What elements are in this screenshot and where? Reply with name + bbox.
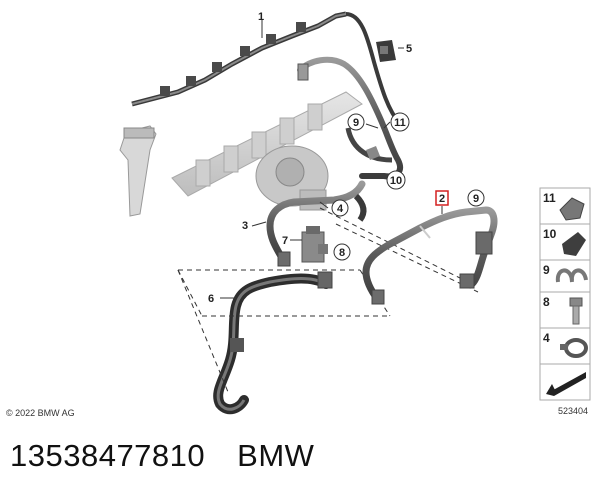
- callout-label: 7: [282, 235, 288, 247]
- callout-5: 5: [406, 43, 412, 55]
- copyright-text: © 2022 BMW AG: [6, 408, 75, 418]
- wiring-harness: [131, 11, 402, 126]
- high-pressure-pump: [255, 145, 329, 211]
- callout-label: 2: [439, 193, 445, 205]
- callout-4: 4: [331, 199, 349, 217]
- reference-lines: [177, 207, 479, 393]
- footer-caption: 13538477810 BMW: [10, 438, 590, 488]
- bracket-part: [376, 40, 404, 62]
- legend-number: 9: [543, 263, 550, 277]
- legend-item-10: 10: [539, 223, 591, 261]
- diagram-id: 523404: [558, 406, 588, 416]
- clip-icon: [559, 197, 585, 221]
- parts-legend: 11 10 9 8: [539, 187, 591, 416]
- callout-1: 1: [258, 11, 264, 23]
- fuel-pipe-item-2: [362, 206, 498, 305]
- callout-label: 5: [406, 43, 412, 55]
- double-clip-icon: [555, 268, 588, 283]
- callout-9-right: 9: [467, 189, 485, 207]
- bolt-icon: [569, 297, 583, 325]
- callout-label: 11: [394, 117, 406, 129]
- callout-label: 4: [337, 203, 344, 215]
- legend-number: 8: [543, 295, 550, 309]
- legend-item-4: 4: [539, 327, 591, 365]
- legend-number: 11: [543, 191, 556, 205]
- legend-number: 10: [543, 227, 557, 241]
- callout-label: 10: [390, 175, 402, 187]
- legend-item-8: 8: [539, 291, 591, 329]
- leader-lines: [220, 121, 443, 299]
- hose-item-6: [213, 271, 333, 415]
- legend-item-9: 9: [539, 259, 591, 293]
- brand-name: BMW: [237, 438, 315, 473]
- return-hose-upper: [297, 56, 404, 180]
- callout-2: 2: [435, 190, 449, 206]
- callout-label: 9: [473, 193, 479, 205]
- pipe-item-3: [266, 180, 367, 267]
- callout-9-upper: 9: [347, 113, 365, 131]
- callout-8: 8: [333, 243, 351, 261]
- valve-item-7: [301, 226, 328, 263]
- parts-diagram: 1 5 9 11 10 4 3 7 8 6 2 9 1: [6, 11, 591, 418]
- callout-label: 6: [208, 293, 214, 305]
- callout-label: 1: [258, 11, 264, 23]
- callout-10: 10: [386, 170, 406, 190]
- arrow-box: [539, 363, 591, 401]
- part-number: 13538477810: [10, 438, 206, 473]
- callout-label: 9: [353, 117, 359, 129]
- callout-label: 8: [339, 247, 345, 259]
- hose-clamp-icon: [560, 338, 588, 358]
- callout-7: 7: [282, 235, 288, 247]
- callout-11: 11: [390, 112, 410, 132]
- callout-label: 3: [242, 220, 248, 232]
- legend-number: 4: [543, 331, 550, 345]
- injector: [119, 125, 157, 217]
- legend-item-11: 11: [539, 187, 591, 225]
- callout-6: 6: [208, 293, 214, 305]
- holder-icon: [562, 232, 586, 256]
- fuel-rail: [171, 91, 363, 197]
- callout-3: 3: [242, 220, 248, 232]
